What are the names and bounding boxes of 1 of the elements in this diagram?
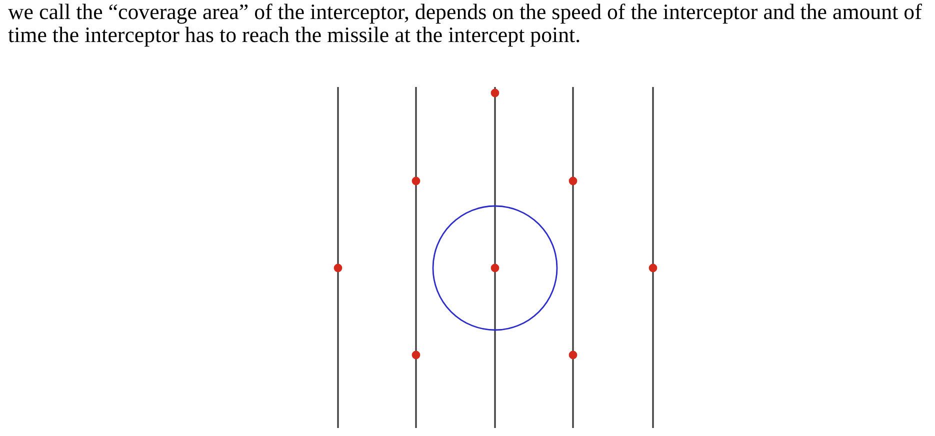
paragraph-text: we call the “coverage area” of the interceptor, depends on the speed of the interceptor and the amount of time the interceptor has to reach the missile at the intercept point. (8, 0, 923, 46)
